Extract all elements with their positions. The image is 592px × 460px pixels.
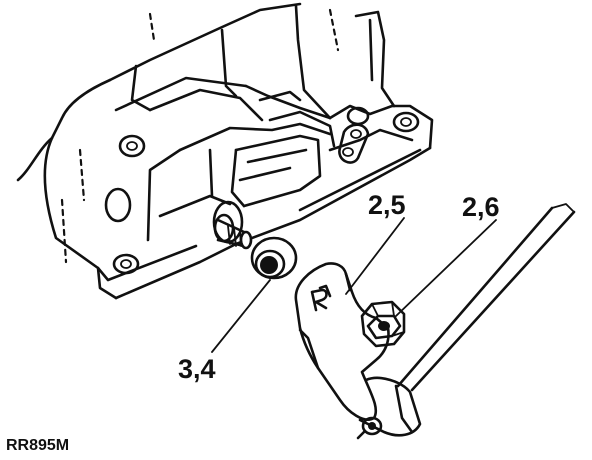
callout-label-3: 3,4 [178, 354, 216, 384]
selector-shaft [212, 200, 253, 250]
callout-label-2: 2,6 [462, 192, 500, 222]
housing-casting [16, 2, 434, 300]
selector-lever [294, 262, 422, 440]
lock-nut [360, 300, 406, 348]
selector-rod [396, 203, 576, 392]
leader-lines [211, 217, 497, 353]
figure-reference-code: RR895M [6, 437, 69, 454]
callout-label-1: 2,5 [368, 190, 406, 220]
oil-seal [250, 236, 298, 280]
